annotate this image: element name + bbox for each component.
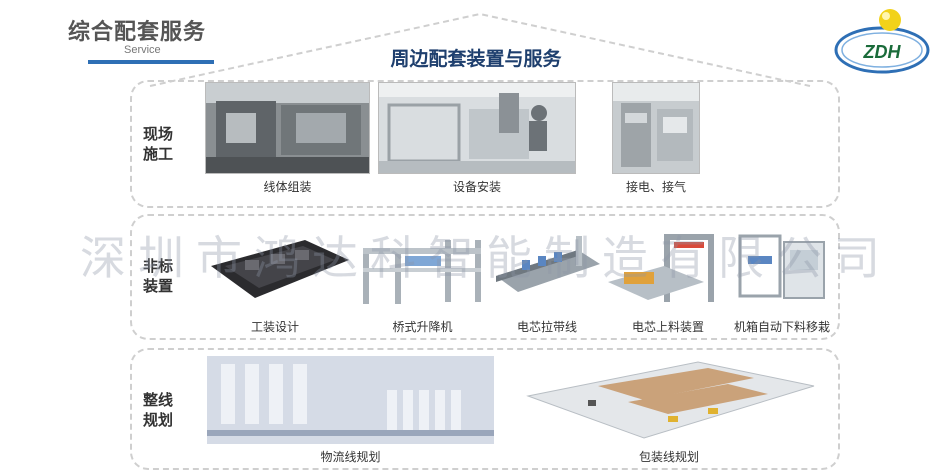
section-site-construction — [130, 80, 840, 208]
logo-text: ZDH — [863, 42, 902, 62]
section-label-line-planning: 整线 规划 — [142, 391, 173, 429]
caption-equipment-install: 设备安装 — [452, 180, 501, 194]
caption-logistics-line-plan: 物流线规划 — [320, 450, 381, 464]
photo-logistics-line-plan — [207, 356, 494, 444]
photo-power-air-connection — [612, 82, 700, 174]
caption-auto-unloading-transfer: 机箱自动下料移栽 — [733, 320, 830, 334]
company-logo: ZDH — [834, 9, 930, 74]
photo-cell-conveyor — [492, 226, 602, 308]
section-label-site-construction: 现场 施工 — [142, 125, 173, 163]
section-custom-devices — [130, 214, 840, 340]
caption-packaging-line-plan: 包装线规划 — [638, 450, 699, 464]
caption-line-assembly: 线体组装 — [263, 180, 312, 194]
photo-auto-unloading-transfer — [734, 226, 830, 308]
section-line-planning — [130, 348, 840, 470]
caption-cell-conveyor: 电芯拉带线 — [516, 320, 577, 334]
photo-equipment-install — [378, 82, 576, 174]
page-header-title: 综合配套服务 — [68, 20, 207, 45]
main-title: 周边配套装置与服务 — [390, 48, 562, 70]
caption-bridge-lift: 桥式升降机 — [392, 320, 453, 334]
section-label-custom-devices: 非标 装置 — [142, 257, 173, 295]
caption-power-air-connection: 接电、接气 — [625, 180, 686, 194]
photo-packaging-line-plan — [518, 356, 820, 444]
caption-cell-loading-device: 电芯上料装置 — [631, 320, 704, 334]
caption-fixture-design: 工装设计 — [250, 320, 299, 334]
photo-bridge-lift — [355, 226, 490, 308]
photo-fixture-design — [205, 226, 353, 308]
photo-cell-loading-device — [604, 226, 732, 308]
photo-line-assembly — [205, 82, 370, 174]
